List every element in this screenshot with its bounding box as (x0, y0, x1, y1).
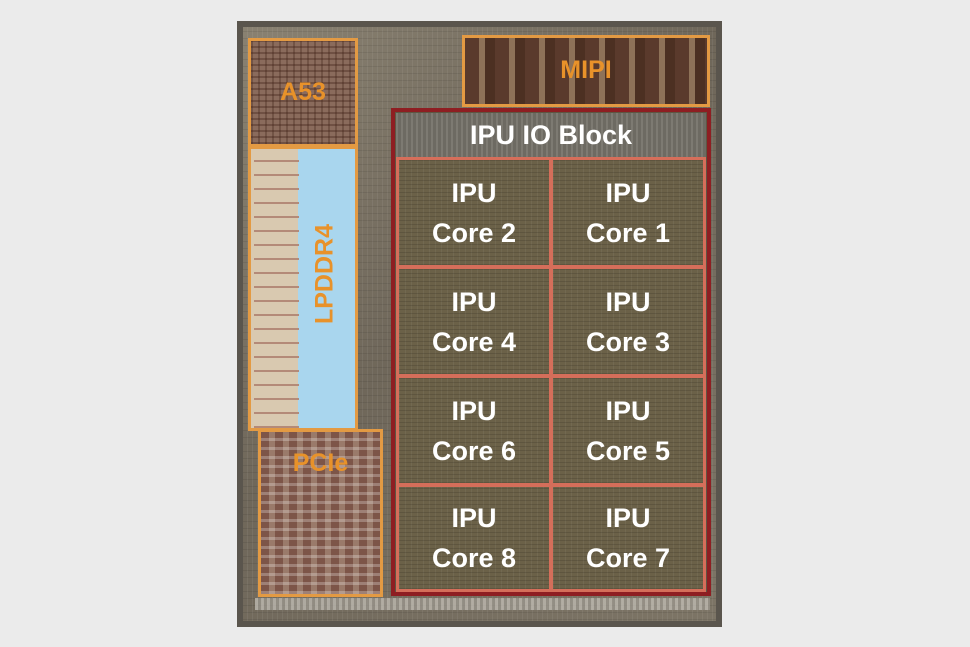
ipu-core-3: IPU Core 3 (550, 266, 706, 377)
core-line1: IPU (451, 395, 497, 426)
mipi-block (462, 35, 710, 107)
pcie-block (258, 429, 383, 597)
ipu-io-label: IPU IO Block (469, 120, 633, 150)
core-line1: IPU (605, 395, 651, 426)
lpddr4-label: LPDDR4 (310, 224, 339, 325)
core-line1: IPU (451, 503, 497, 533)
core-line1: IPU (605, 177, 651, 208)
a53-label: A53 (280, 78, 326, 106)
core-line1: IPU (605, 503, 651, 533)
core-line2: Core 3 (585, 326, 671, 357)
core-line2: Core 1 (585, 217, 671, 248)
core-line2: Core 8 (431, 543, 517, 573)
core-line1: IPU (451, 177, 497, 208)
a53-block (248, 38, 358, 147)
lpddr4-pad-stripes (254, 152, 299, 428)
core-line1: IPU (605, 286, 651, 317)
die-pad-strip (255, 598, 710, 610)
ipu-io-block: IPU IO Block (396, 113, 706, 158)
core-line2: Core 7 (585, 543, 671, 573)
ipu-core-8: IPU Core 8 (396, 484, 552, 592)
pcie-label: PCIe (292, 449, 349, 477)
mipi-label: MIPI (560, 56, 612, 84)
core-line2: Core 2 (431, 217, 517, 248)
ipu-core-1: IPU Core 1 (550, 157, 706, 268)
ipu-core-7: IPU Core 7 (550, 484, 706, 592)
core-line2: Core 4 (431, 326, 517, 357)
core-line2: Core 5 (585, 435, 671, 466)
lpddr4-block (248, 146, 358, 431)
ipu-core-4: IPU Core 4 (396, 266, 552, 377)
core-line2: Core 6 (431, 435, 517, 466)
ipu-core-2: IPU Core 2 (396, 157, 552, 268)
core-line1: IPU (451, 286, 497, 317)
ipu-core-6: IPU Core 6 (396, 375, 552, 486)
ipu-core-5: IPU Core 5 (550, 375, 706, 486)
